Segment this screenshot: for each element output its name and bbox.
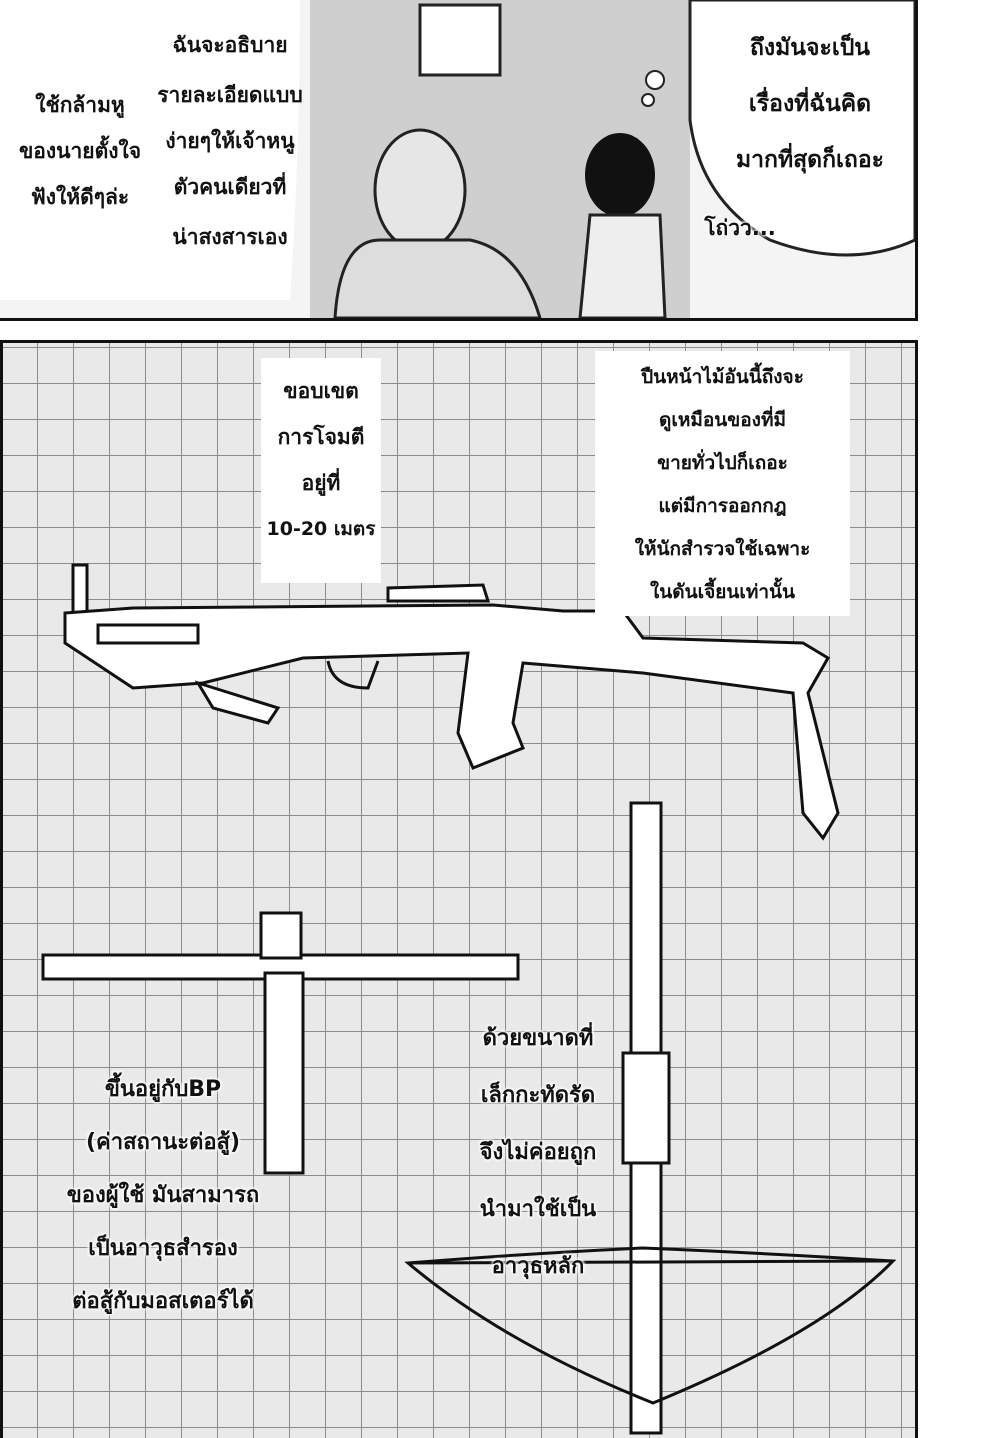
shop-scene-panel: ใช้กล้ามหู ของนายตั้งใจ ฟังให้ดีๆล่ะ ฉัน… [0,0,918,321]
size-caption: ด้วยขนาดที่ เล็กกะทัดรัด จึงไม่ค่อยถูก น… [479,1025,597,1279]
thought-dot [641,93,655,107]
crossbow-drawings [41,563,897,1435]
framed-certificate [418,3,502,77]
crossbow-schematic-panel: ขอบเขต การโจมตี อยู่ที่ 10-20 เมตร ปืนหน… [0,340,918,1438]
law-caption-box: ปืนหน้าไม้อันนี้ถึงจะ ดูเหมือนของที่มี ข… [595,351,850,616]
boy-body [578,213,667,318]
bp-caption: ขึ้นอยู่กับBP (ค่าสถานะต่อสู้) ของผู้ใช้… [66,1076,260,1314]
thought-dot [645,70,665,90]
speech-left: ใช้กล้ามหู ของนายตั้งใจ ฟังให้ดีๆล่ะ [18,92,142,209]
thought-text: ถึงมันจะเป็น เรื่องที่ฉันคิด มากที่สุดก็… [735,34,885,173]
crossbow-front-view [404,801,897,1435]
boy-hair [585,133,655,217]
shopkeeper-body [333,238,542,318]
crossbow-top-view [41,911,520,1175]
speech-bubble-left [0,0,300,300]
range-caption-box: ขอบเขต การโจมตี อยู่ที่ 10-20 เมตร [261,358,381,583]
sfx-text: โถ่วว... [704,215,776,240]
thought-bubble [688,0,915,257]
shop-scene-art [0,0,915,318]
speech-center: ฉันจะอธิบาย รายละเอียดแบบ ง่ายๆให้เจ้าหน… [157,32,303,249]
shopkeeper-head [373,128,467,252]
